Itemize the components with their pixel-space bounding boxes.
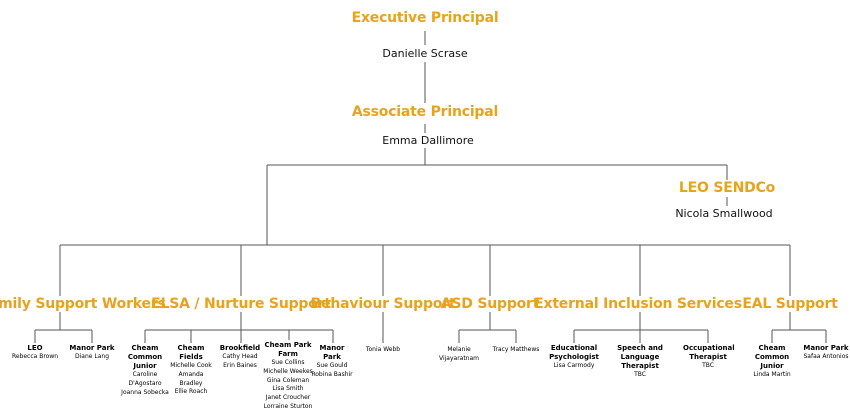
unit-speech-language-therapist: Speech and Language Therapist TBC [605,344,675,380]
unit-title: Educational Psychologist [549,344,599,361]
leo-sendco-title: LEO SENDCo [678,180,776,196]
unit-manor-park: Manor Park Diane Lang [66,344,118,362]
unit-title: Brookfield [219,344,261,352]
staff-name: Erin Baines [223,361,257,369]
unit-manor-park-eal: Manor Park Safaa Antonios [803,344,849,362]
unit-title: Speech and Language Therapist [617,344,663,370]
staff-name: Sue Gould [316,362,348,369]
staff-name: Robina Bashir [311,370,353,378]
staff-name: Rebecca Brown [11,353,59,360]
group-title-elsa: ELSA / Nurture Support [151,296,331,312]
unit-title: Manor Park [319,344,345,361]
staff-name: Lorraine Sturton [263,402,313,410]
staff-name: TBC [634,371,646,378]
unit-educational-psychologist: Educational Psychologist Lisa Carmody [549,344,599,371]
unit-cheam-fields: Cheam Fields Michelle Cook Amanda Bradle… [168,344,214,397]
staff-name: Diane Lang [75,353,109,360]
staff-name: Lisa Smith [272,385,304,393]
staff-name: Michelle Cook [170,362,212,369]
staff-name: Tonia Webb [365,346,401,353]
staff-name: Gina Coleman [266,376,310,384]
group-title-behaviour: Behaviour Support [310,296,456,312]
unit-title: Manor Park [69,344,115,352]
unit-cheam-common-junior-eal: Cheam Common Junior Linda Martin [744,344,800,380]
staff-name: Ellie Roach [174,388,208,396]
unit-cheam-park-farm: Cheam Park Farm Sue Collins Michelle Wee… [263,341,313,412]
unit-manor-park-elsa: Manor Park Sue Gould Robina Bashir [310,344,354,380]
staff-name: Melanie Vijayaratnam [438,346,480,362]
associate-principal-name: Emma Dallimore [382,134,474,147]
leo-sendco-name: Nicola Smallwood [675,207,773,220]
staff-name: Caroline D'Agostaro [128,371,162,387]
unit-title: Cheam Park Farm [264,341,312,358]
executive-principal-name: Danielle Scrase [382,47,468,60]
unit-asd-staff-1: Melanie Vijayaratnam [427,346,491,364]
staff-name: Tracy Matthews [492,346,540,353]
group-title-asd: ASD Support [440,296,540,312]
unit-title: Cheam Common Junior [754,344,790,370]
staff-name: Michelle Weekes [263,367,313,375]
staff-name: Cathy Head [222,353,258,360]
unit-cheam-common-junior: Cheam Common Junior Caroline D'Agostaro … [117,344,173,397]
unit-occupational-therapist: Occupational Therapist TBC [683,344,735,371]
group-title-family-support: Family Support Workers [0,296,166,312]
staff-name: Safaa Antonios [803,353,849,360]
unit-title: Occupational Therapist [683,344,735,361]
unit-leo: LEO Rebecca Brown [5,344,65,362]
unit-behaviour-staff: Tonia Webb [358,346,408,355]
unit-title: LEO [27,344,43,352]
unit-title: Cheam Common Junior [127,344,163,370]
staff-name: Joanna Sobecka [121,388,169,396]
staff-name: Lisa Carmody [553,362,595,369]
group-title-eal: EAL Support [742,296,838,312]
unit-asd-staff-2: Tracy Matthews [491,346,541,355]
staff-name: Janet Croucher [265,394,311,402]
staff-name: Linda Martin [753,371,791,378]
unit-title: Manor Park [803,344,849,352]
associate-principal-title: Associate Principal [351,104,499,120]
staff-name: Amanda Bradley [178,370,204,387]
staff-name: Sue Collins [271,359,305,366]
executive-principal-title: Executive Principal [351,10,499,26]
group-title-external: External Inclusion Services [534,296,742,312]
staff-name: TBC [702,362,714,369]
unit-brookfield: Brookfield Cathy Head Erin Baines [218,344,262,371]
unit-title: Cheam Fields [177,344,205,361]
